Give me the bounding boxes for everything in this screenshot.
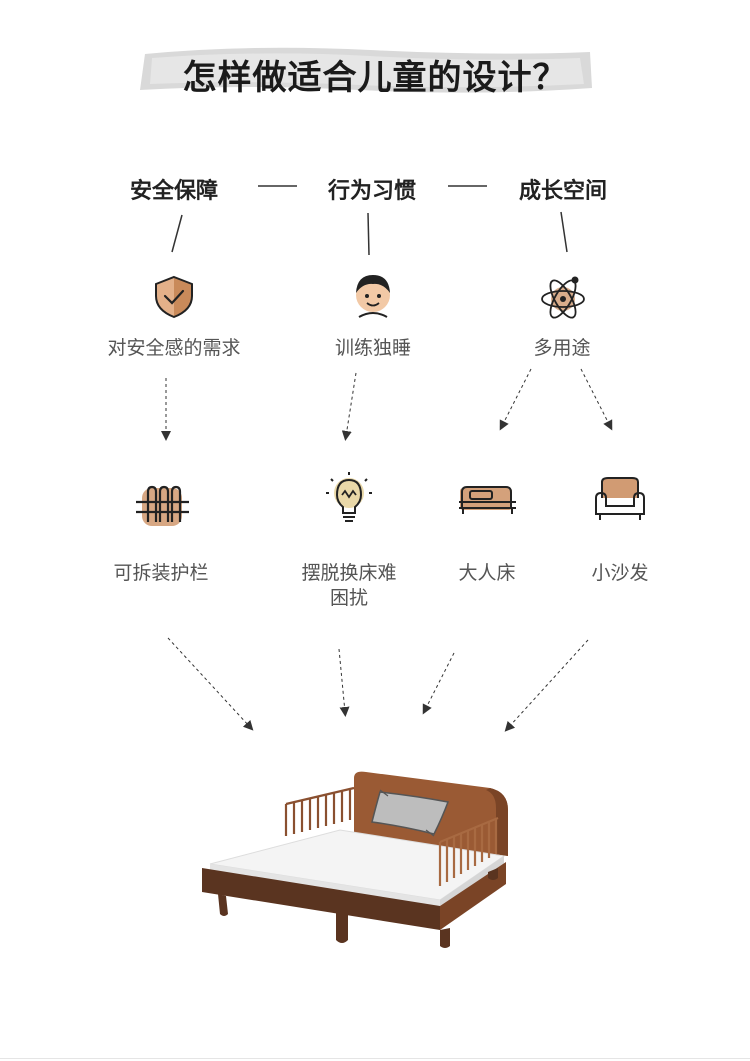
atom-icon [539, 275, 589, 323]
children-bed-illustration [190, 760, 520, 960]
guardrail-icon [134, 482, 192, 530]
bed-icon [456, 478, 520, 518]
shield-check-icon [152, 274, 196, 320]
bottom-divider [0, 1058, 750, 1059]
solution-adult-bed: 大人床 [432, 561, 542, 586]
need-habits: 训练独睡 [298, 333, 448, 360]
solution-bed-change: 摆脱换床难 [284, 561, 414, 586]
lightbulb-icon [325, 471, 373, 527]
armchair-icon [590, 474, 650, 524]
solution-small-sofa: 小沙发 [565, 561, 675, 586]
child-face-icon [351, 271, 395, 319]
need-safety: 对安全感的需求 [89, 333, 259, 360]
solution-bed-change-line2: 困扰 [284, 586, 414, 611]
solution-guardrail: 可拆装护栏 [96, 561, 226, 586]
need-growth: 多用途 [502, 333, 622, 360]
